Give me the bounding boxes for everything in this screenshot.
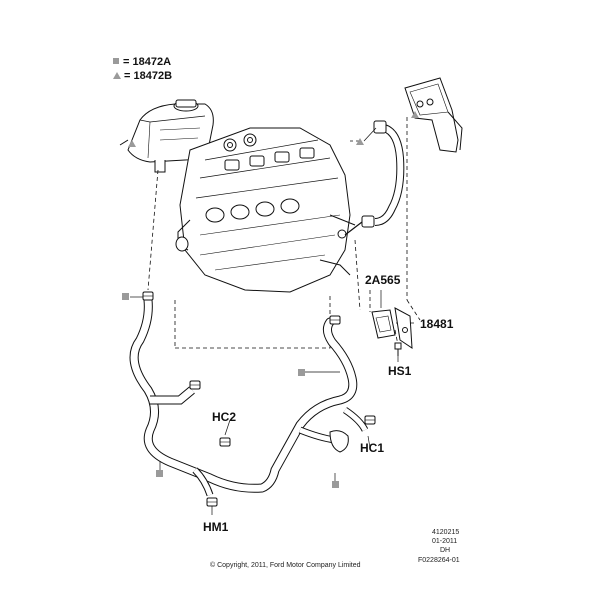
- callout-hc2: HC2: [212, 410, 237, 424]
- callout-2a565: 2A565: [365, 273, 401, 287]
- coolant-outlet-housing: [371, 307, 413, 349]
- leader-lines: [147, 117, 421, 349]
- square-marker-icon: [332, 481, 339, 488]
- square-markers: [122, 293, 339, 488]
- triangle-marker-icon: [356, 138, 364, 145]
- legend-label: = 18472A: [123, 56, 172, 68]
- reference-figure-id: F0228264-01: [418, 557, 460, 564]
- callout-hm1: HM1: [203, 520, 229, 534]
- reference-date: 01-2011: [432, 538, 458, 545]
- reference-initials: DH: [440, 547, 451, 554]
- legend-item-18472b: = 18472B: [113, 70, 172, 82]
- legend-item-18472a: = 18472A: [113, 56, 171, 68]
- square-marker-icon: [113, 58, 119, 64]
- triangle-marker-icon: [128, 140, 136, 147]
- expansion-tank: [119, 99, 214, 173]
- square-marker-icon: [298, 369, 305, 376]
- bolt-hs1: [394, 342, 402, 356]
- engine-assembly: [175, 127, 356, 293]
- triangle-marker-icon: [113, 72, 121, 79]
- triangle-markers: [128, 111, 419, 147]
- clamp-hc1: [329, 430, 349, 453]
- callout-hc1: HC1: [360, 441, 385, 455]
- triangle-marker-icon: [411, 111, 419, 118]
- coolant-hose-lower: [129, 295, 369, 497]
- reference-number: 4120215: [432, 529, 460, 536]
- copyright-notice: © Copyright, 2011, Ford Motor Company Li…: [210, 562, 361, 569]
- callout-18481: 18481: [420, 317, 454, 331]
- heater-hose-upper: [344, 120, 405, 236]
- callout-hs1: HS1: [388, 364, 412, 378]
- heater-core-housing: [404, 77, 463, 153]
- square-marker-icon: [122, 293, 129, 300]
- legend-label: = 18472B: [124, 70, 173, 82]
- square-marker-icon: [156, 470, 163, 477]
